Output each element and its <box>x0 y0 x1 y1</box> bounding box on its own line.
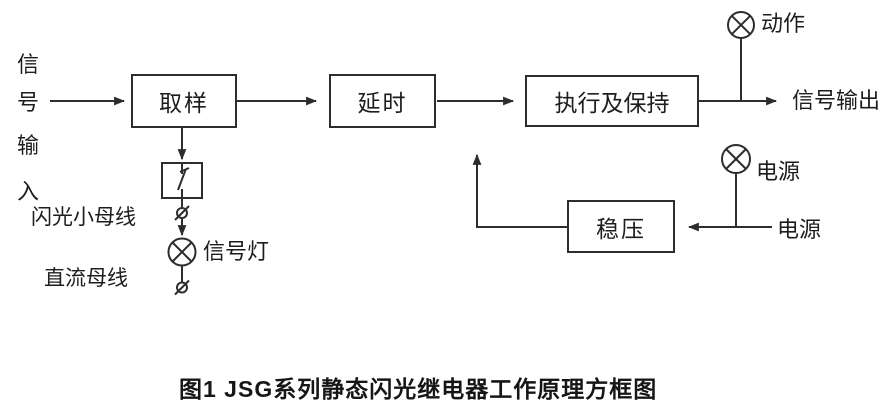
action-lamp-label: 动作 <box>761 11 806 36</box>
power-source-label: 电源 <box>777 217 822 242</box>
block-sampling: 取样 <box>131 74 237 128</box>
block-voltage-regulator: 稳压 <box>567 200 675 253</box>
signal-input-label-char3: 输 <box>17 133 40 158</box>
signal-output-label: 信号输出 <box>792 88 881 113</box>
power-lamp-icon <box>721 144 751 227</box>
block-execute-hold-label: 执行及保持 <box>554 90 670 116</box>
block-delay: 延时 <box>329 74 436 128</box>
dc-bus-terminal-icon <box>174 279 190 296</box>
signal-input-label-char4: 入 <box>17 179 40 204</box>
action-lamp-icon <box>727 11 755 101</box>
flash-small-bus-label: 闪光小母线 <box>31 206 136 229</box>
figure-caption: 图1 JSG系列静态闪光继电器工作原理方框图 <box>179 376 658 402</box>
block-delay-label: 延时 <box>357 90 408 116</box>
flash-bus-terminal-icon <box>174 205 190 221</box>
signal-lamp-icon <box>167 237 197 267</box>
arrow-regulator-feedback <box>472 153 567 228</box>
switch-contact-icon <box>161 162 203 199</box>
signal-input-label-char2: 号 <box>17 90 40 115</box>
block-sampling-label: 取样 <box>159 90 209 116</box>
dc-bus-label: 直流母线 <box>44 267 128 290</box>
signal-input-label-char1: 信 <box>17 52 40 77</box>
block-voltage-regulator-label: 稳压 <box>596 215 646 242</box>
signal-lamp-label: 信号灯 <box>203 239 270 264</box>
power-lamp-label: 电源 <box>756 159 801 184</box>
block-execute-hold: 执行及保持 <box>525 75 699 127</box>
